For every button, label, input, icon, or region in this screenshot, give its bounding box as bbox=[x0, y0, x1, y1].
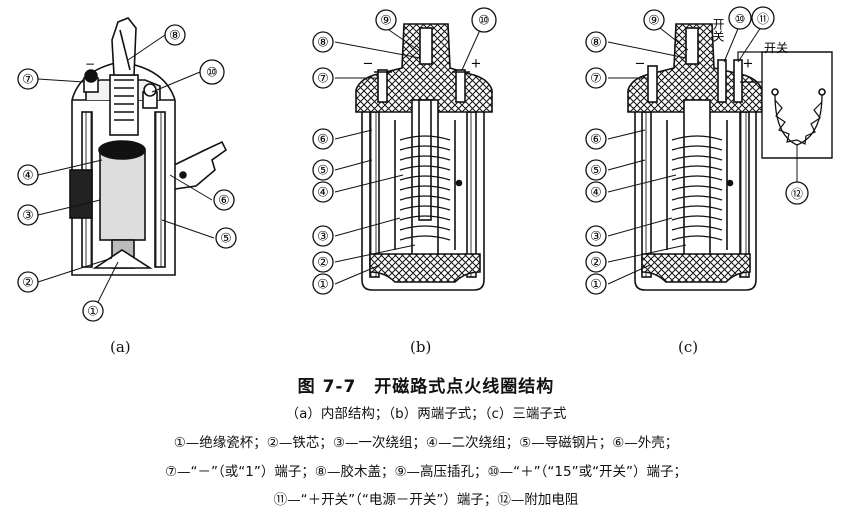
coil-a-drawing bbox=[37, 17, 228, 309]
callout-5-b: ⑤ bbox=[312, 159, 334, 181]
svg-text:⑩: ⑩ bbox=[478, 14, 490, 29]
callout-8-c: ⑧ bbox=[585, 31, 607, 53]
callout-2-b: ② bbox=[312, 251, 334, 273]
minus-sign-b: − bbox=[363, 57, 374, 72]
svg-text:⑤: ⑤ bbox=[317, 164, 329, 179]
callout-10-b: ⑩ bbox=[471, 7, 497, 33]
svg-text:⑧: ⑧ bbox=[317, 36, 329, 51]
callout-1-a: ① bbox=[82, 300, 104, 322]
svg-text:⑤: ⑤ bbox=[220, 232, 232, 247]
coil-diagram: ⑦ ⑧ ⑩ ④ ③ ⑥ ⑤ ② ① − ⑨ ⑩ ⑧ ⑦ ⑥ ⑤ ④ ③ ② ① … bbox=[17, 6, 833, 322]
callout-1-b: ① bbox=[312, 273, 334, 295]
svg-text:⑧: ⑧ bbox=[590, 36, 602, 51]
legend-line-1: ①—绝缘瓷杯；②—铁芯；③—一次绕组；④—二次绕组；⑤—导磁钢片；⑥—外壳； bbox=[173, 435, 679, 451]
svg-text:③: ③ bbox=[22, 209, 34, 224]
svg-text:④: ④ bbox=[590, 186, 602, 201]
svg-text:⑫: ⑫ bbox=[791, 187, 803, 201]
svg-text:⑥: ⑥ bbox=[317, 133, 329, 148]
coil-b-drawing bbox=[334, 23, 493, 291]
callout-10-a: ⑩ bbox=[199, 59, 225, 85]
svg-text:②: ② bbox=[22, 276, 34, 291]
svg-text:②: ② bbox=[590, 256, 602, 271]
callout-6-a: ⑥ bbox=[213, 189, 235, 211]
svg-text:⑥: ⑥ bbox=[218, 194, 230, 209]
callouts-a: ⑦ ⑧ ⑩ ④ ③ ⑥ ⑤ ② ① − bbox=[17, 24, 237, 322]
callout-4-b: ④ bbox=[312, 181, 334, 203]
callouts-c: ⑨ ⑩ ⑪ ⑧ ⑦ ⑥ ⑤ ④ ③ ② ① ⑫ − + 开关 开关 bbox=[585, 6, 809, 295]
svg-text:⑨: ⑨ bbox=[648, 14, 660, 29]
minus-sign-c: − bbox=[635, 57, 646, 72]
subfigure-label-a: (a) bbox=[110, 338, 131, 356]
svg-text:⑤: ⑤ bbox=[590, 164, 602, 179]
svg-text:③: ③ bbox=[590, 230, 602, 245]
legend-line-2: ⑦—“－”（或“1”）端子；⑧—胶木盖；⑨—高压插孔；⑩—“＋”（“15”或“开… bbox=[164, 464, 688, 480]
figure-subtitle: （a）内部结构；（b）两端子式；（c）三端子式 bbox=[285, 406, 567, 422]
switch-label: 开关 bbox=[764, 41, 788, 55]
svg-text:③: ③ bbox=[317, 230, 329, 245]
callout-2-a: ② bbox=[17, 271, 39, 293]
plus-sign-b: + bbox=[471, 57, 482, 72]
svg-text:⑩: ⑩ bbox=[735, 12, 746, 26]
callout-11-c: ⑪ bbox=[751, 6, 775, 30]
callout-6-b: ⑥ bbox=[312, 128, 334, 150]
callout-8-a: ⑧ bbox=[164, 24, 186, 46]
callout-4-a: ④ bbox=[17, 164, 39, 186]
callout-4-c: ④ bbox=[585, 181, 607, 203]
figure-title: 图 7-7 开磁路式点火线圈结构 bbox=[297, 377, 555, 397]
minus-sign-a: − bbox=[85, 57, 95, 71]
svg-text:①: ① bbox=[317, 278, 329, 293]
callout-10-c: ⑩ bbox=[728, 6, 752, 30]
callout-7-b: ⑦ bbox=[312, 67, 334, 89]
legend-line-3: ⑪—“＋开关”（“电源－开关”）端子；⑫—附加电阻 bbox=[273, 492, 579, 508]
svg-text:⑦: ⑦ bbox=[22, 73, 34, 88]
callout-3-b: ③ bbox=[312, 225, 334, 247]
callout-2-c: ② bbox=[585, 251, 607, 273]
callout-7-c: ⑦ bbox=[585, 67, 607, 89]
switch-label-vertical: 开关 bbox=[711, 18, 725, 42]
svg-text:④: ④ bbox=[22, 169, 34, 184]
plus-sign-c: + bbox=[743, 57, 754, 72]
svg-text:⑦: ⑦ bbox=[317, 72, 329, 87]
callout-8-b: ⑧ bbox=[312, 31, 334, 53]
callout-3-a: ③ bbox=[17, 204, 39, 226]
callout-7-a: ⑦ bbox=[17, 68, 39, 90]
callout-3-c: ③ bbox=[585, 225, 607, 247]
callout-5-c: ⑤ bbox=[585, 159, 607, 181]
svg-text:②: ② bbox=[317, 256, 329, 271]
callout-9-b: ⑨ bbox=[375, 9, 397, 31]
svg-text:⑪: ⑪ bbox=[757, 12, 769, 26]
callout-1-c: ① bbox=[585, 273, 607, 295]
svg-text:⑥: ⑥ bbox=[590, 133, 602, 148]
callout-9-c: ⑨ bbox=[643, 9, 665, 31]
coil-c-drawing bbox=[607, 23, 833, 291]
callout-12-c: ⑫ bbox=[785, 181, 809, 205]
svg-text:①: ① bbox=[87, 305, 99, 320]
callout-5-a: ⑤ bbox=[215, 227, 237, 249]
svg-text:⑨: ⑨ bbox=[380, 14, 392, 29]
svg-text:①: ① bbox=[590, 278, 602, 293]
subfigure-label-c: (c) bbox=[678, 338, 699, 356]
svg-text:⑩: ⑩ bbox=[206, 66, 218, 81]
callouts-b: ⑨ ⑩ ⑧ ⑦ ⑥ ⑤ ④ ③ ② ① − + bbox=[312, 7, 497, 295]
svg-text:④: ④ bbox=[317, 186, 329, 201]
subfigure-label-b: (b) bbox=[410, 338, 432, 356]
callout-6-c: ⑥ bbox=[585, 128, 607, 150]
svg-text:⑦: ⑦ bbox=[590, 72, 602, 87]
svg-text:⑧: ⑧ bbox=[169, 29, 181, 44]
